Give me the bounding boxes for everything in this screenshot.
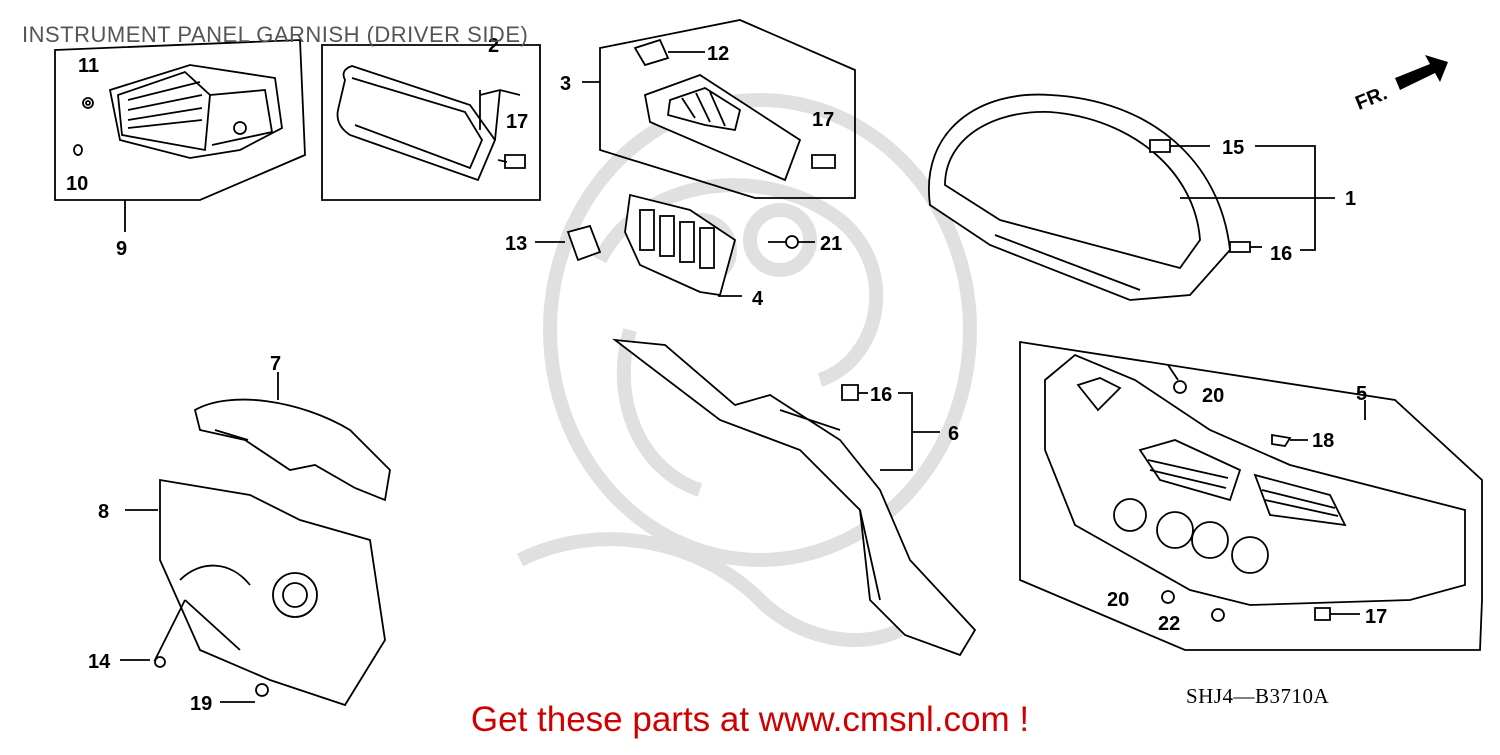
part-label-3[interactable]: 3 — [560, 73, 571, 95]
part-label-20a[interactable]: 20 — [1202, 385, 1224, 407]
group-garnish-3 — [582, 19, 856, 199]
part-label-19[interactable]: 19 — [190, 693, 212, 715]
part-label-10[interactable]: 10 — [66, 173, 88, 195]
part-label-5[interactable]: 5 — [1356, 383, 1367, 405]
part-label-22[interactable]: 22 — [1158, 613, 1180, 635]
part-label-16b[interactable]: 16 — [870, 384, 892, 406]
part-label-21[interactable]: 21 — [820, 233, 842, 255]
group-vent-9 — [54, 39, 306, 232]
part-label-17a[interactable]: 17 — [506, 111, 528, 133]
part-label-17c[interactable]: 17 — [1365, 606, 1387, 628]
part-label-13[interactable]: 13 — [505, 233, 527, 255]
part-lower-column-cover-8 — [120, 478, 386, 707]
part-label-12[interactable]: 12 — [707, 43, 729, 65]
part-label-16a[interactable]: 16 — [1270, 243, 1292, 265]
part-label-15[interactable]: 15 — [1222, 137, 1244, 159]
part-number-labels: 1 2 3 4 5 6 7 8 9 10 11 12 13 14 15 16 1… — [66, 35, 1390, 715]
part-label-1[interactable]: 1 — [1345, 188, 1356, 210]
front-direction-label: FR. — [1352, 82, 1390, 114]
part-switch-panel-4 — [535, 193, 815, 297]
part-center-panel-5 — [1019, 340, 1483, 651]
part-label-8[interactable]: 8 — [98, 501, 109, 523]
part-label-6[interactable]: 6 — [948, 423, 959, 445]
part-label-18[interactable]: 18 — [1312, 430, 1334, 452]
part-label-4[interactable]: 4 — [752, 288, 764, 310]
cta-link[interactable]: Get these parts at www.cmsnl.com ! — [470, 700, 1030, 739]
part-label-7[interactable]: 7 — [270, 353, 281, 375]
diagram-code: SHJ4—B3710A — [1186, 684, 1330, 708]
part-meter-visor-1 — [928, 93, 1335, 301]
part-knee-garnish-6 — [611, 338, 977, 657]
part-label-11[interactable]: 11 — [78, 55, 99, 77]
part-label-2[interactable]: 2 — [488, 35, 499, 57]
part-label-14[interactable]: 14 — [88, 651, 111, 673]
front-direction-arrow — [1395, 55, 1448, 90]
part-label-9[interactable]: 9 — [116, 238, 127, 260]
part-upper-column-cover-7 — [193, 372, 391, 502]
group-garnish-2 — [321, 44, 541, 201]
diagram-title: INSTRUMENT PANEL GARNISH (DRIVER SIDE) — [22, 22, 529, 47]
part-label-20b[interactable]: 20 — [1107, 589, 1129, 611]
part-label-17b[interactable]: 17 — [812, 109, 834, 131]
